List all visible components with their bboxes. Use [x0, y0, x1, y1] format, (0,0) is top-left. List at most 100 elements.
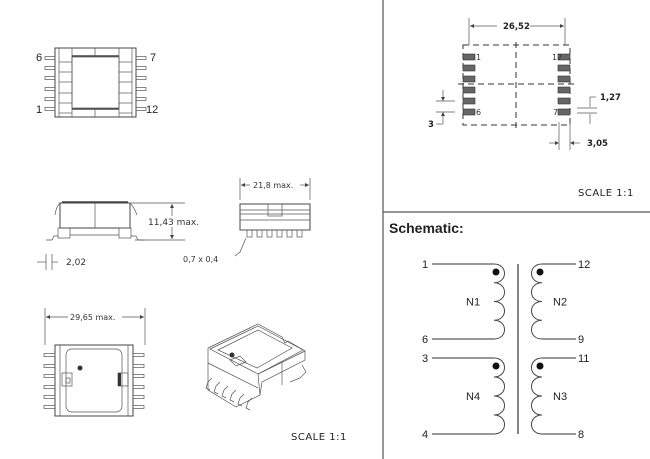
top-view-pins: [44, 56, 147, 114]
pin: [44, 107, 56, 111]
pad-width-dimension: 1,27: [600, 93, 621, 103]
pin: [245, 397, 253, 411]
winding-n1: 1 6 N1: [422, 259, 505, 346]
pad: [462, 64, 476, 72]
pin: [44, 97, 56, 101]
coil: [531, 263, 543, 340]
polarity-dot: [492, 362, 500, 370]
gap-dimension: 3: [428, 120, 434, 130]
schematic: 1 6 N1 12 9 N2 3 4 N4 11 8 N3: [422, 259, 590, 441]
pin-size-dimension: 0,7 x 0,4: [183, 255, 218, 264]
pin: [286, 229, 293, 238]
coil: [493, 357, 505, 435]
pin: [43, 395, 56, 399]
pin-label-7: 7: [150, 52, 156, 64]
pin: [132, 385, 145, 389]
pin: [132, 374, 145, 378]
pin: [256, 229, 263, 238]
pad: [462, 97, 476, 105]
pad-label-12: 12: [552, 53, 562, 62]
pad: [557, 75, 571, 83]
winding-n4: 3 4 N4: [422, 353, 505, 441]
pin: [132, 353, 145, 357]
winding-label: N2: [553, 297, 567, 309]
pin-label-12: 12: [146, 104, 158, 116]
end-view: 21,8 max. 0,7 x 0,4: [183, 178, 311, 264]
pin: [229, 389, 237, 403]
pin-label: 12: [578, 259, 590, 271]
pad: [462, 53, 476, 61]
coil: [531, 357, 543, 435]
pin: [205, 377, 213, 391]
polarity-dot: [492, 268, 500, 276]
pin-label: 4: [422, 429, 428, 441]
top-view: 6 7 1 12: [36, 47, 158, 118]
pad: [557, 53, 571, 61]
pin-label: 8: [578, 429, 584, 441]
pad: [557, 64, 571, 72]
pin: [43, 385, 56, 389]
pin: [213, 381, 221, 395]
pin: [43, 364, 56, 368]
pin: [135, 76, 147, 80]
pin: [43, 353, 56, 357]
pin: [132, 364, 145, 368]
pin: [44, 66, 56, 70]
pin-label: 6: [422, 334, 428, 346]
coil: [493, 263, 505, 340]
pin-label-6: 6: [36, 52, 42, 64]
winding-n2: 12 9 N2: [531, 259, 590, 346]
pad: [557, 97, 571, 105]
pin: [276, 229, 283, 238]
left-scale-label: SCALE 1:1: [291, 432, 347, 443]
pin-label: 11: [578, 353, 589, 365]
winding-label: N1: [466, 297, 480, 309]
pin: [246, 229, 253, 238]
pin-pitch-dimension: 2,02: [66, 258, 86, 268]
pin: [135, 66, 147, 70]
pad: [557, 86, 571, 94]
pin: [237, 393, 245, 407]
side-view: 11,43 max. 2,02: [37, 201, 199, 270]
pin-label: 3: [422, 353, 428, 365]
pin: [44, 56, 56, 60]
winding-label: N4: [466, 391, 480, 403]
pin: [135, 97, 147, 101]
pin: [221, 385, 229, 399]
polarity-dot: [536, 362, 544, 370]
pin: [44, 76, 56, 80]
pin-label: 9: [578, 334, 584, 346]
footprint-scale-label: SCALE 1:1: [578, 188, 634, 199]
pin: [135, 56, 147, 60]
height-dimension: 11,43 max.: [148, 218, 199, 228]
pcb-footprint: 26,52 1 12 6 7 3 1,27 3,05: [428, 18, 621, 150]
pin: [266, 229, 273, 238]
pad: [462, 108, 476, 116]
pad-label-1: 1: [476, 53, 481, 62]
pad: [462, 75, 476, 83]
polarity-dot: [536, 268, 544, 276]
pin: [135, 107, 147, 111]
width-dimension: 21,8 max.: [253, 181, 293, 190]
pin: [296, 229, 303, 238]
pad-label-6: 6: [476, 108, 481, 117]
span-dimension: 26,52: [503, 22, 530, 32]
schematic-title: Schematic:: [389, 220, 464, 236]
pin: [43, 374, 56, 378]
length-dimension: 29,65 max.: [70, 313, 115, 322]
winding-label: N3: [553, 391, 567, 403]
isometric-view: [205, 323, 307, 411]
pad: [557, 108, 571, 116]
pad-label-7: 7: [553, 108, 558, 117]
pad: [462, 86, 476, 94]
bottom-view: 29,65 max.: [43, 308, 146, 417]
pin: [132, 405, 145, 409]
pin-label: 1: [422, 259, 428, 271]
pad-length-dimension: 3,05: [587, 139, 608, 149]
pin: [132, 395, 145, 399]
winding-n3: 11 8 N3: [531, 353, 589, 441]
pin: [44, 87, 56, 91]
pin: [43, 405, 56, 409]
pin: [135, 87, 147, 91]
